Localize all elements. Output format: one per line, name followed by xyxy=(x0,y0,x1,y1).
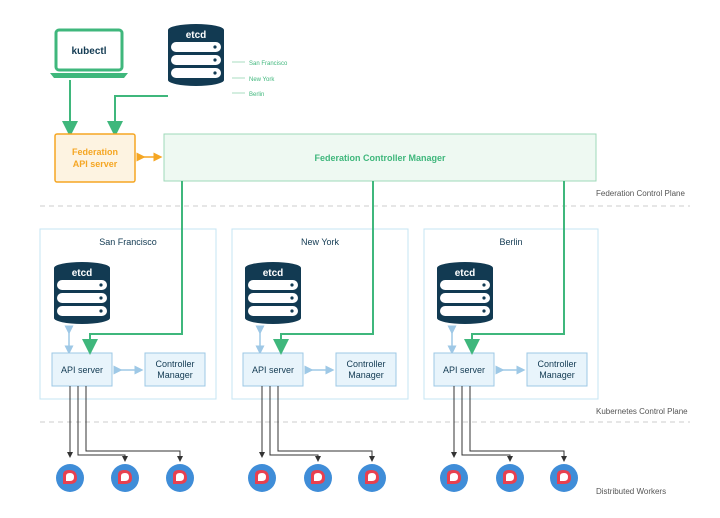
kubectl-laptop-icon xyxy=(50,28,128,78)
worker-node-icon xyxy=(56,464,84,492)
fed-to-san-francisco-connector xyxy=(82,181,183,355)
fed-to-berlin-connector xyxy=(464,181,565,355)
federation-api-server-line2: API server xyxy=(73,159,118,169)
global-etcd-label: etcd xyxy=(186,30,207,41)
worker-node-icon xyxy=(304,464,332,492)
etcd-to-api-connector xyxy=(107,95,168,137)
controller-manager-line1-new-york: Controller xyxy=(346,359,385,369)
controller-manager-line2-new-york: Manager xyxy=(348,370,384,380)
worker-node-icon xyxy=(111,464,139,492)
etcd-replica-berlin: Berlin xyxy=(249,92,264,98)
worker-node-icon xyxy=(550,464,578,492)
worker-node-icon xyxy=(440,464,468,492)
federation-api-server-line1: Federation xyxy=(72,147,118,157)
cluster-etcd-label-berlin: etcd xyxy=(455,268,476,279)
worker-node-icon xyxy=(166,464,194,492)
worker-node-icon xyxy=(248,464,276,492)
federation-api-server-box xyxy=(54,133,136,183)
controller-manager-line2-san-francisco: Manager xyxy=(157,370,193,380)
kubectl-label: kubectl xyxy=(71,46,106,57)
cluster-etcd-label-new-york: etcd xyxy=(263,268,284,279)
worker-node-icon xyxy=(358,464,386,492)
etcd-replica-new-york: New York xyxy=(249,77,275,83)
cluster-name-berlin: Berlin xyxy=(499,237,522,247)
api-server-box-new-york xyxy=(242,352,304,387)
api-server-box-san-francisco xyxy=(51,352,113,387)
distributed-workers-label: Distributed Workers xyxy=(596,487,666,496)
cluster-etcd-label-san-francisco: etcd xyxy=(72,268,93,279)
controller-manager-line1-san-francisco: Controller xyxy=(155,359,194,369)
api-server-label-san-francisco: API server xyxy=(61,365,103,375)
controller-manager-box-new-york xyxy=(335,352,397,387)
cluster-name-new-york: New York xyxy=(301,237,340,247)
controller-manager-box-berlin xyxy=(526,352,588,387)
controller-manager-line2-berlin: Manager xyxy=(539,370,575,380)
federation-controller-manager-label: Federation Controller Manager xyxy=(314,153,446,163)
api-server-label-berlin: API server xyxy=(443,365,485,375)
cluster-name-san-francisco: San Francisco xyxy=(99,237,157,247)
federation-controller-manager-box xyxy=(163,133,597,182)
federation-control-plane-label: Federation Control Plane xyxy=(596,189,685,198)
controller-manager-box-san-francisco xyxy=(144,352,206,387)
worker-node-icon xyxy=(496,464,524,492)
worker-connectors xyxy=(67,386,567,462)
controller-manager-line1-berlin: Controller xyxy=(537,359,576,369)
api-server-label-new-york: API server xyxy=(252,365,294,375)
etcd-replica-san-francisco: San Francisco xyxy=(249,61,288,67)
etcd-replica-list: San Francisco New York Berlin xyxy=(232,61,288,98)
api-server-box-berlin xyxy=(433,352,495,387)
kubernetes-control-plane-label: Kubernetes Control Plane xyxy=(596,407,688,416)
fed-to-new-york-connector xyxy=(273,181,374,355)
